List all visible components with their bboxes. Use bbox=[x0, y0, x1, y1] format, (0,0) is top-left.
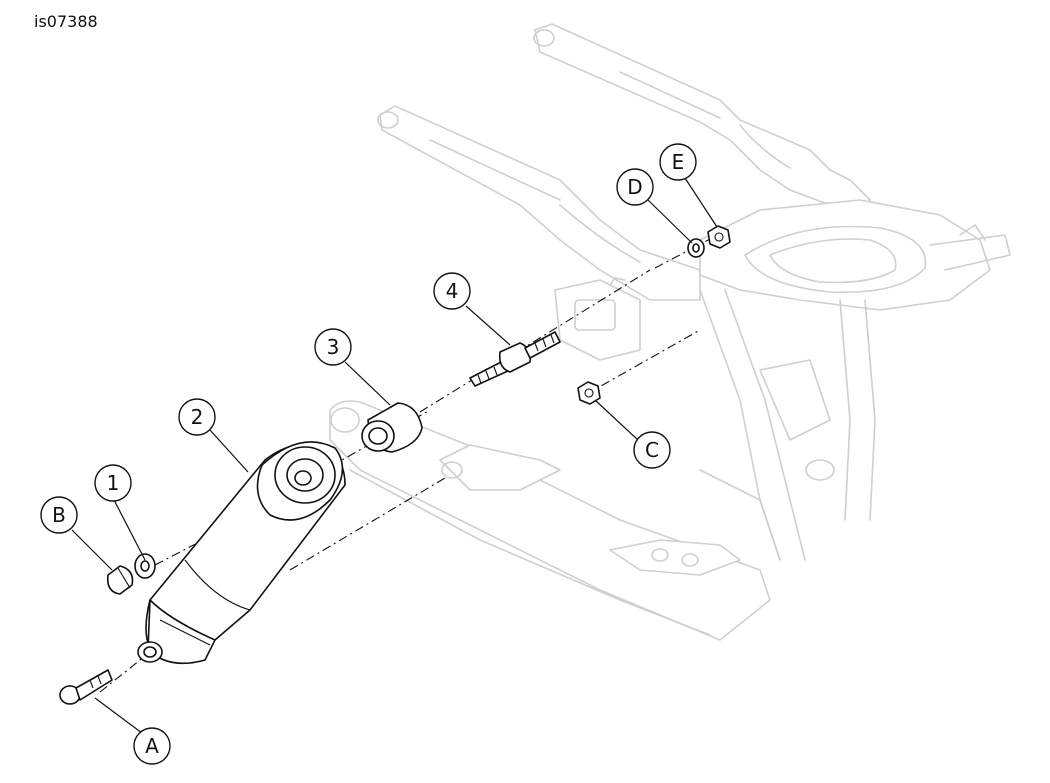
hex-nut-c bbox=[577, 381, 601, 405]
callout-4-label: 4 bbox=[446, 279, 459, 303]
callout-c: C bbox=[633, 431, 671, 469]
callout-2: 2 bbox=[178, 398, 216, 436]
callout-b: B bbox=[40, 496, 78, 534]
callout-c-label: C bbox=[645, 438, 659, 462]
callout-a: A bbox=[133, 727, 171, 765]
motorcycle-frame bbox=[329, 23, 1011, 641]
callout-3: 3 bbox=[314, 328, 352, 366]
stud-4 bbox=[469, 331, 561, 387]
leader-lines bbox=[71, 177, 718, 734]
figure-id: is07388 bbox=[34, 12, 98, 31]
callout-e: E bbox=[659, 143, 697, 181]
callout-e-label: E bbox=[672, 150, 685, 174]
bolt-a bbox=[59, 669, 113, 705]
acorn-nut-b bbox=[106, 565, 134, 595]
spacer-3 bbox=[361, 402, 423, 453]
callout-3-label: 3 bbox=[327, 335, 340, 359]
shock-absorber bbox=[137, 441, 346, 665]
washer-1 bbox=[134, 553, 156, 579]
callout-1-label: 1 bbox=[107, 471, 120, 495]
callout-d-label: D bbox=[627, 175, 642, 199]
callout-1: 1 bbox=[94, 464, 132, 502]
callout-d: D bbox=[616, 168, 654, 206]
callout-2-label: 2 bbox=[191, 405, 204, 429]
callout-4: 4 bbox=[433, 272, 471, 310]
hex-nut-e bbox=[707, 225, 731, 249]
callout-b-label: B bbox=[52, 503, 66, 527]
washer-d bbox=[687, 238, 705, 258]
callout-a-label: A bbox=[145, 734, 159, 758]
